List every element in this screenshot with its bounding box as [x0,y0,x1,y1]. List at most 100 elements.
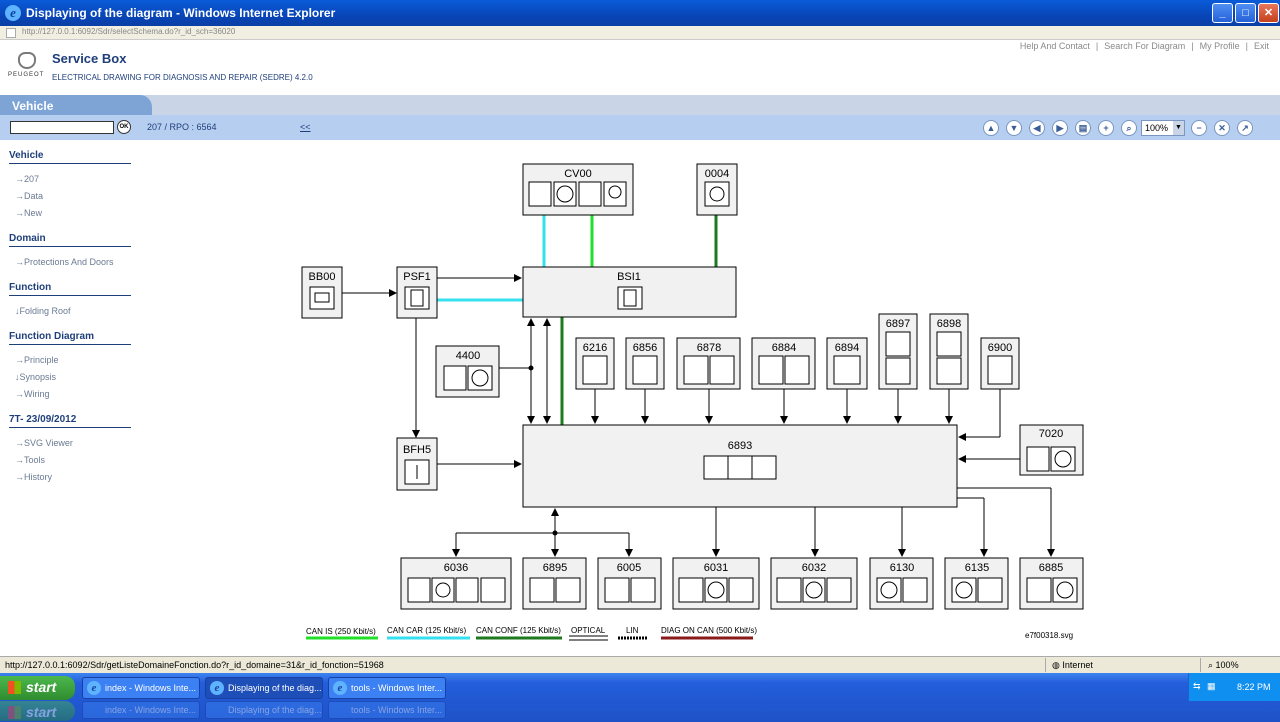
label-6135: 6135 [965,562,989,574]
window-icon [555,577,581,603]
car-icon [727,455,753,480]
window-icon [480,577,506,603]
connection-lines [341,215,1055,557]
fit-icon[interactable]: ✕ [1214,120,1230,136]
exit-link[interactable]: Exit [1253,41,1269,51]
start-button[interactable]: start [0,676,75,700]
label-6895: 6895 [543,562,567,574]
label-bb00: BB00 [309,271,336,283]
sidebar-item-tools[interactable]: →Tools [15,455,46,465]
left-icon[interactable]: ◀ [1029,120,1045,136]
close-button[interactable]: ✕ [1258,3,1279,23]
car-icon [407,577,431,603]
switch-icon [632,355,658,385]
sidebar-item-new[interactable]: →New [15,208,43,218]
ecu-icon [528,181,552,207]
print-icon[interactable]: ▤ [1075,120,1091,136]
window-icon [703,455,729,480]
sidebar-item-protections[interactable]: →Protections And Doors [15,257,114,267]
sidebar-item-folding-roof[interactable]: ↓Folding Roof [15,306,71,316]
app-title: Service Box [52,51,127,66]
car-icon [758,355,784,385]
minimize-button[interactable]: _ [1212,3,1233,23]
zoom-out-icon[interactable]: − [1191,120,1207,136]
top-nav: Help And Contact|Search For Diagram|My P… [1017,41,1272,51]
legend-optical: OPTICAL [571,626,606,635]
task-diagram-label: Displaying of the diag... [228,683,322,693]
car-roof-icon [1026,577,1052,603]
down-icon[interactable]: ▼ [1006,120,1022,136]
sidebar-item-207[interactable]: →207 [15,174,40,184]
label-6878: 6878 [697,342,721,354]
legend-diag: DIAG ON CAN (500 Kbit/s) [661,626,757,635]
magnifier-icon[interactable]: ⌕ [1121,120,1137,136]
label-bsi1: BSI1 [617,271,641,283]
label-psf1: PSF1 [403,271,431,283]
task-index-label: index - Windows Inte... [105,683,197,693]
ie-logo-icon: e [5,5,21,21]
wiring-diagram[interactable]: CV00 0004 BB00 PSF1 BSI1 4400 BFH5 6216 … [140,140,1270,655]
switch-icon [936,331,962,357]
switch-icon [683,355,709,385]
back-link[interactable]: << [300,122,311,132]
lion-icon [18,52,36,69]
maximize-button[interactable]: □ [1235,3,1256,23]
task-diagram[interactable]: e Displaying of the diag... [205,677,323,699]
label-6897: 6897 [886,318,910,330]
task-label: index - Windows Inte... [105,705,197,715]
status-zoom[interactable]: ⌕ 100% [1208,660,1239,670]
component-boxes [301,163,1084,610]
system-tray: ⇆ ▦ 8:22 PM [1188,673,1280,701]
component-labels: CV00 0004 BB00 PSF1 BSI1 4400 BFH5 6216 … [309,168,1064,574]
ecu-icon [1026,446,1050,472]
network-icon[interactable]: ⇆ [1193,681,1201,691]
sidebar-item-history[interactable]: →History [15,472,53,482]
status-zoom-value: 100% [1215,660,1239,670]
label-6216: 6216 [583,342,607,354]
popout-icon[interactable]: ↗ [1237,120,1253,136]
ok-button[interactable]: OK [117,120,131,134]
component-symbols [309,181,1078,603]
task-index[interactable]: e index - Windows Inte... [82,677,200,699]
profile-link[interactable]: My Profile [1199,41,1240,51]
task-label: tools - Windows Inter... [351,705,443,715]
search-input[interactable] [10,121,114,134]
legend-lin: LIN [626,626,639,635]
car-icon [885,357,911,385]
address-bar[interactable]: http://127.0.0.1:6092/Sdr/selectSchema.d… [0,26,1280,40]
diagram-filename: e7f00318.svg [1025,631,1073,640]
peugeot-logo: PEUGEOT [8,52,48,82]
label-6893: 6893 [728,440,752,452]
tray-app-icon[interactable]: ▦ [1207,681,1216,691]
right-icon[interactable]: ▶ [1052,120,1068,136]
nav-separator: | [1095,41,1099,51]
sidebar-item-wiring[interactable]: →Wiring [15,389,50,399]
network-icon [455,577,479,603]
tab-vehicle[interactable]: Vehicle [0,95,152,115]
taskbar: start e index - Windows Inte... e Displayi… [0,673,1280,722]
sidebar-item-principle[interactable]: →Principle [15,355,59,365]
car-icon [709,355,735,385]
help-link[interactable]: Help And Contact [1019,41,1090,51]
sidebar-section-function-diagram: Function Diagram [9,331,131,345]
address-url[interactable]: http://127.0.0.1:6092/Sdr/selectSchema.d… [22,27,236,36]
sidebar-item-data[interactable]: →Data [15,191,44,201]
up-icon[interactable]: ▲ [983,120,999,136]
zone-label: Internet [1062,660,1093,670]
legend-can-is: CAN IS (250 Kbit/s) [306,627,376,636]
sidebar-item-svg-viewer[interactable]: →SVG Viewer [15,438,73,448]
ie-icon: e [87,681,101,695]
sidebar-item-synopsis[interactable]: ↓Synopsis [15,372,57,382]
ie-icon: e [210,681,224,695]
zoom-select[interactable]: 100%▼ [1141,120,1185,136]
search-diagram-link[interactable]: Search For Diagram [1104,41,1186,51]
label-4400: 4400 [456,350,480,362]
sidebar-section-function: Function [9,282,131,296]
windows-flag-icon [8,706,21,719]
label-6884: 6884 [772,342,796,354]
label-6900: 6900 [988,342,1012,354]
task-index-ghost: index - Windows Inte... [82,701,200,719]
zoom-in-icon[interactable]: + [1098,120,1114,136]
label-6031: 6031 [704,562,728,574]
